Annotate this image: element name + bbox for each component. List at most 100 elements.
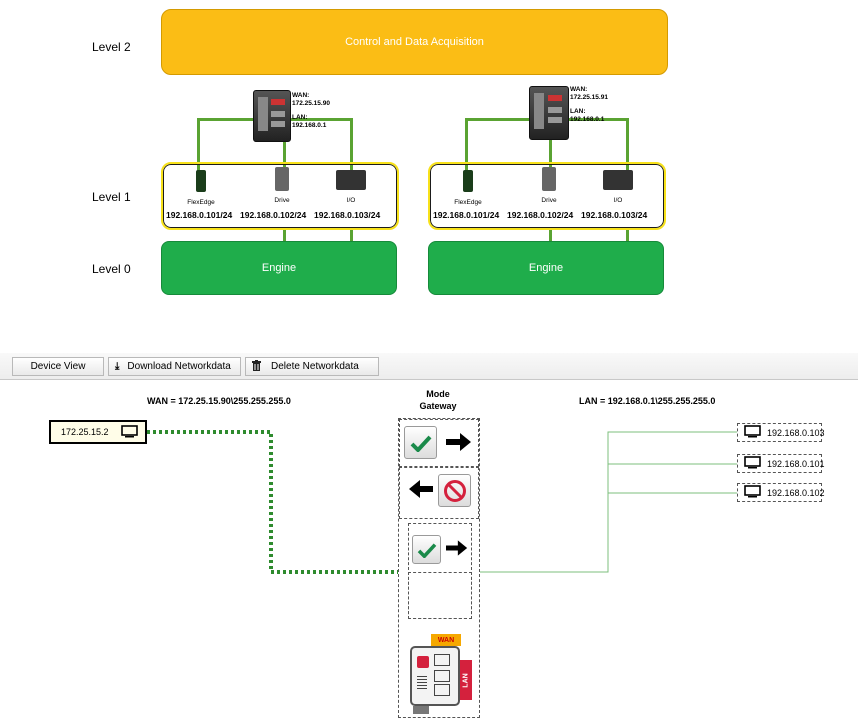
- gateway-2-labels: WAN: 172.25.15.91 LAN: 192.168.0.1: [570, 86, 608, 124]
- wan-header: WAN = 172.25.15.90\255.255.255.0: [147, 396, 291, 406]
- wire: [465, 118, 468, 175]
- device-group-1: [161, 162, 399, 230]
- device-view-label: Device View: [30, 361, 86, 372]
- download-networkdata-button[interactable]: ⤓ Download Networkdata: [108, 357, 241, 376]
- arrow-right-icon: [446, 432, 472, 457]
- wan-node[interactable]: 172.25.15.2: [49, 420, 147, 444]
- gateway-1-labels: WAN: 172.25.15.90 LAN: 192.168.0.1: [292, 92, 330, 130]
- delete-networkdata-button[interactable]: Delete Networkdata: [245, 357, 379, 376]
- device-view-button[interactable]: Device View: [12, 357, 104, 376]
- wan-label: WAN:: [292, 92, 310, 99]
- wan-node-ip: 172.25.15.2: [61, 427, 109, 437]
- wan-link: [147, 430, 398, 574]
- wan-label: WAN:: [570, 86, 588, 93]
- lan-ip: 192.168.0.1: [570, 116, 605, 123]
- gateway-device-image: [529, 86, 569, 140]
- gateway-column: [398, 418, 480, 718]
- arrow-left-icon: [409, 479, 433, 504]
- drive-device-image: [542, 167, 556, 191]
- lan-node[interactable]: 192.168.0.102: [737, 483, 825, 502]
- gateway-device-image: [253, 90, 291, 142]
- flame-icon: [417, 656, 429, 668]
- lan-node-ip: 192.168.0.102: [767, 487, 825, 498]
- wan-ip: 172.25.15.91: [570, 94, 608, 101]
- trash-icon: [252, 359, 261, 374]
- monitor-icon: [744, 456, 761, 471]
- arrow-right-icon: [446, 539, 468, 562]
- engine-label: Engine: [261, 262, 297, 274]
- device-name: FlexEdge: [187, 199, 215, 206]
- wire: [626, 118, 629, 175]
- wire: [283, 228, 286, 242]
- check-button[interactable]: [404, 426, 437, 459]
- engine-box-1: Engine: [161, 241, 397, 295]
- blocked-button[interactable]: [438, 474, 471, 507]
- wire: [290, 118, 352, 121]
- gateway-header: Gateway: [419, 401, 457, 411]
- io-device-image: [603, 170, 633, 190]
- device-name: I/O: [613, 197, 623, 204]
- mode-row-empty: [408, 572, 472, 619]
- wire: [197, 118, 200, 175]
- lan-tag-label: LAN: [462, 672, 470, 688]
- wire: [549, 140, 552, 170]
- device-ip: 192.168.0.101/24: [433, 210, 500, 220]
- lan-node-ip: 192.168.0.103: [767, 427, 825, 438]
- device-group-2: [428, 162, 666, 230]
- wire: [350, 118, 353, 175]
- gateway-device-graphic: [410, 646, 460, 706]
- download-icon: ⤓: [115, 361, 120, 372]
- wire: [549, 228, 552, 242]
- check-button[interactable]: [412, 535, 441, 564]
- wire: [350, 228, 353, 242]
- engine-label: Engine: [528, 262, 564, 274]
- delete-networkdata-label: Delete Networkdata: [271, 361, 359, 372]
- wire: [465, 118, 531, 121]
- device-ip: 192.168.0.103/24: [581, 210, 648, 220]
- device-ip: 192.168.0.101/24: [166, 210, 233, 220]
- device-foot: [413, 706, 429, 714]
- device-ip: 192.168.0.102/24: [240, 210, 307, 220]
- wan-ip: 172.25.15.90: [292, 100, 330, 107]
- lan-label: LAN:: [292, 114, 308, 121]
- device-name: Drive: [541, 197, 557, 204]
- io-device-image: [336, 170, 366, 190]
- device-ip: 192.168.0.102/24: [507, 210, 574, 220]
- mode-row-backward: [399, 467, 479, 519]
- flexedge-device-image: [463, 170, 473, 192]
- level-1-label: Level 1: [92, 190, 131, 204]
- wire: [626, 228, 629, 242]
- lan-node[interactable]: 192.168.0.103: [737, 423, 825, 442]
- wire: [197, 118, 255, 121]
- lan-node-ip: 192.168.0.101: [767, 458, 825, 469]
- mode-header: Mode: [426, 389, 450, 399]
- monitor-icon: [744, 485, 761, 500]
- prohibited-icon: [443, 479, 466, 502]
- device-name: FlexEdge: [454, 199, 482, 206]
- lan-link: [480, 431, 737, 573]
- check-icon: [417, 542, 436, 558]
- lan-header: LAN = 192.168.0.1\255.255.255.0: [579, 396, 716, 406]
- lan-ip: 192.168.0.1: [292, 122, 327, 129]
- wire: [566, 118, 628, 121]
- lan-label: LAN:: [570, 108, 586, 115]
- drive-device-image: [275, 167, 289, 191]
- device-name: I/O: [346, 197, 356, 204]
- monitor-icon: [120, 424, 138, 440]
- control-data-acquisition-label: Control and Data Acquisition: [345, 36, 484, 48]
- device-name: Drive: [274, 197, 290, 204]
- lan-tag: LAN: [460, 660, 472, 700]
- mode-row-forward: [399, 419, 479, 467]
- control-data-acquisition-box: Control and Data Acquisition: [161, 9, 668, 75]
- engine-box-2: Engine: [428, 241, 664, 295]
- level-2-label: Level 2: [92, 40, 131, 54]
- lan-node[interactable]: 192.168.0.101: [737, 454, 825, 473]
- device-ip: 192.168.0.103/24: [314, 210, 381, 220]
- level-0-label: Level 0: [92, 262, 131, 276]
- flexedge-device-image: [196, 170, 206, 192]
- wire: [283, 140, 286, 170]
- wan-tag: WAN: [431, 634, 461, 646]
- monitor-icon: [744, 425, 761, 440]
- download-networkdata-label: Download Networkdata: [127, 361, 231, 372]
